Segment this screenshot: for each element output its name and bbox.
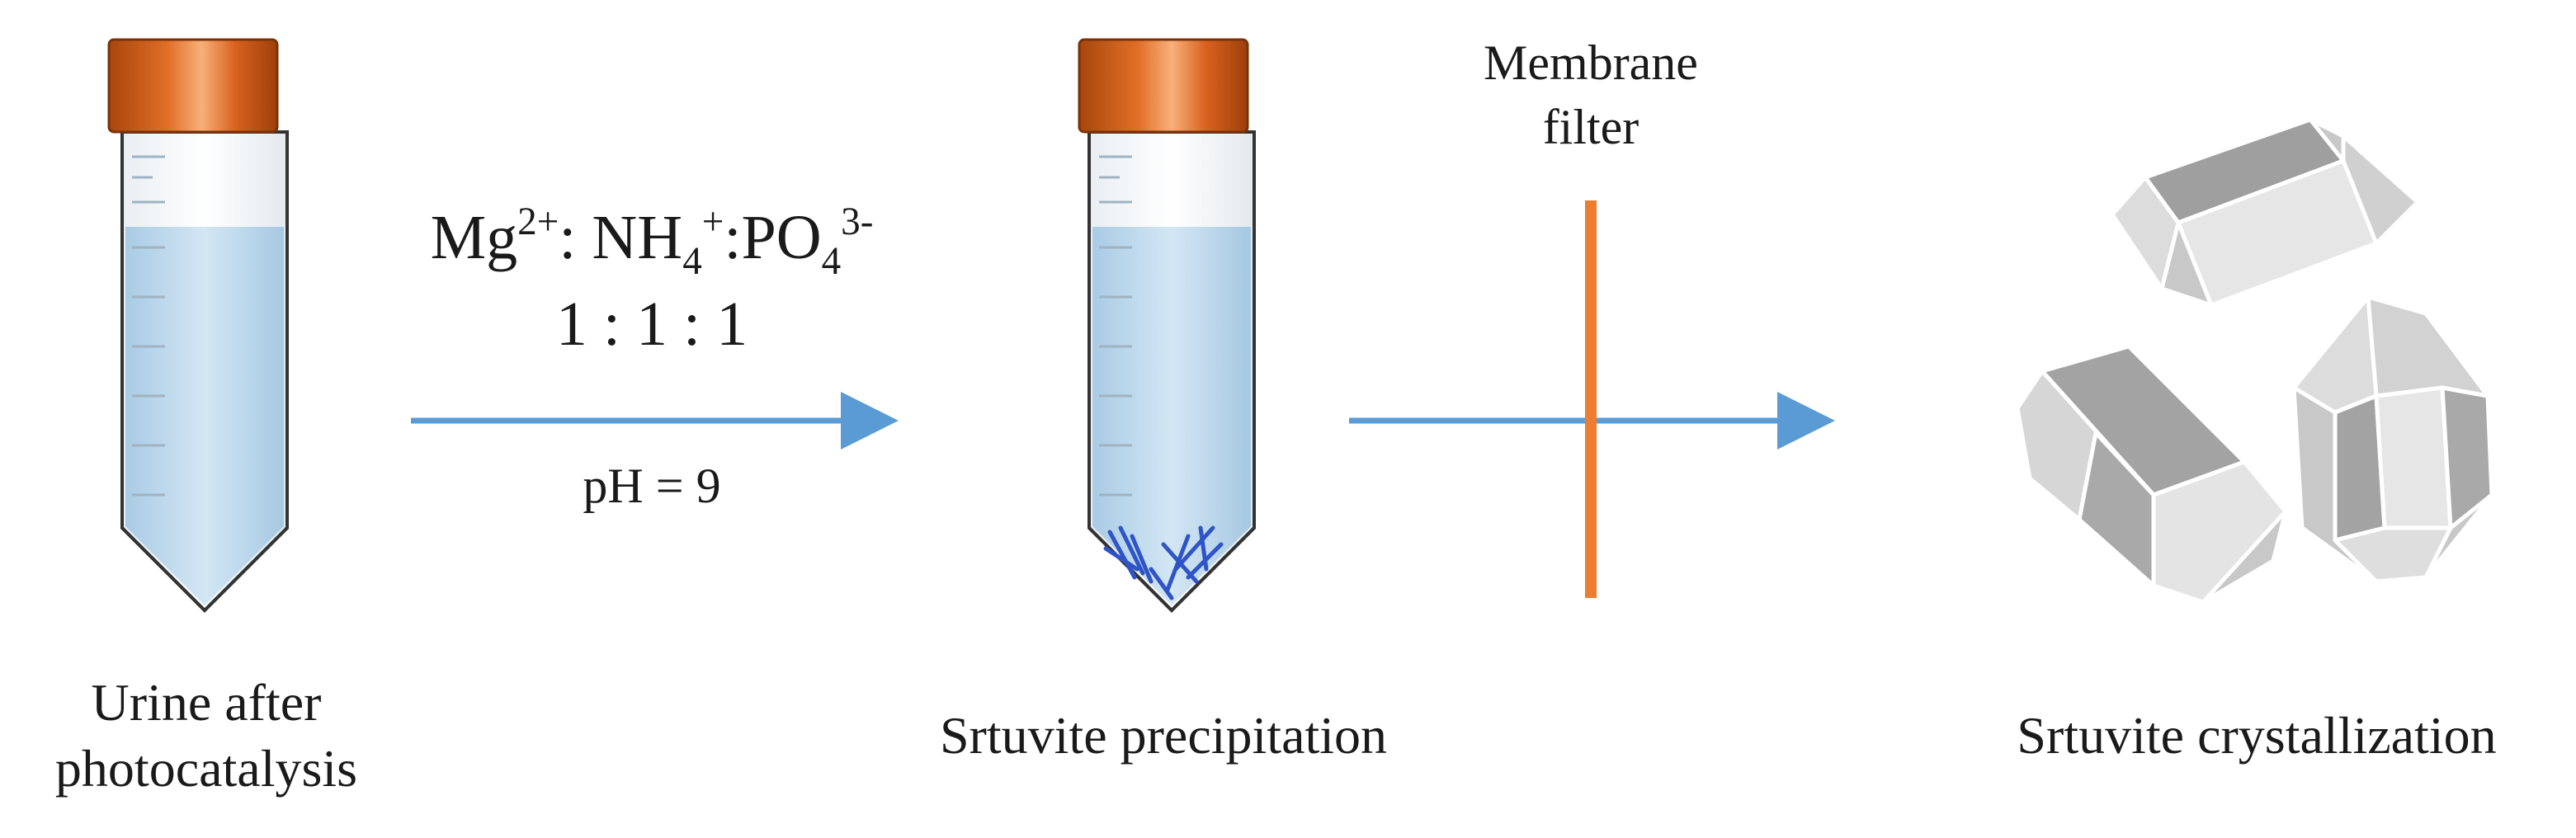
tube-liquid	[125, 227, 284, 605]
crystal-top	[2110, 117, 2420, 308]
tube-graduations	[1099, 155, 1132, 497]
crystal-bottom-left	[2015, 344, 2288, 605]
caption-precipitation: Srtuvite precipitation	[939, 706, 1388, 765]
tube-cap	[107, 38, 279, 134]
tube-liquid	[1092, 227, 1251, 605]
tube-urine	[107, 38, 289, 613]
reaction-ratio-values: 1 : 1 : 1	[555, 290, 748, 359]
caption-crystallization: Srtuvite crystallization	[2017, 706, 2497, 765]
tube-graduations	[132, 155, 165, 497]
caption-urine-line1: Urine after	[91, 673, 322, 732]
struvite-crystals	[2015, 117, 2494, 605]
filter-label-line1: Membrane	[1484, 35, 1698, 90]
precipitate-crystals	[1103, 525, 1224, 600]
crystal-right	[2291, 294, 2494, 584]
caption-urine-line2: photocatalysis	[54, 739, 358, 798]
reaction-ratio-formula: Mg2+: NH4+:PO43-	[430, 200, 874, 283]
filter-label-line2: filter	[1542, 100, 1639, 154]
tube-cap	[1078, 38, 1249, 134]
reaction-condition: pH = 9	[583, 459, 721, 513]
tube-precipitation	[1078, 38, 1256, 613]
